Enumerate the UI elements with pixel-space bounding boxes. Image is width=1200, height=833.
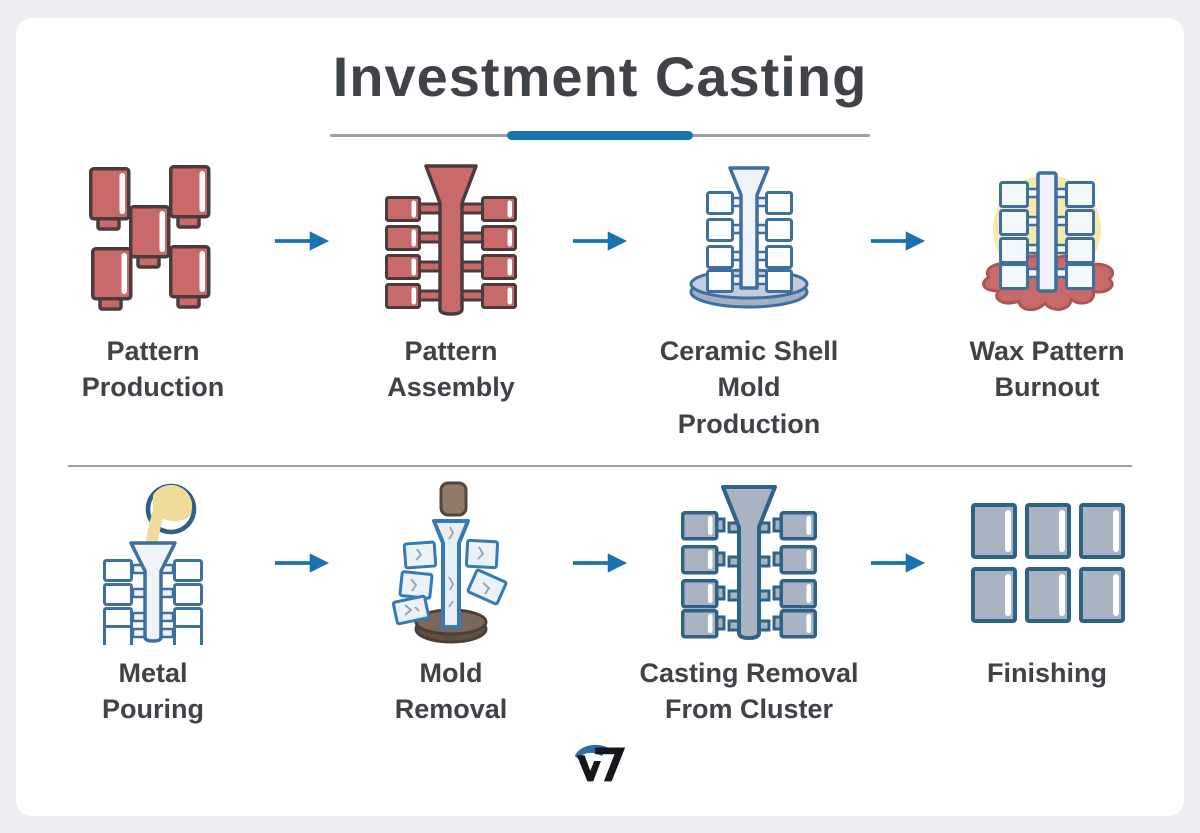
flow-arrow-icon	[569, 157, 631, 325]
wax-tree-assembly-icon	[351, 157, 551, 325]
step-label: Pattern Assembly	[387, 336, 515, 403]
wax-burnout-icon	[947, 157, 1147, 325]
step-pattern-production: Pattern Production	[27, 157, 279, 451]
flow-arrow-icon	[271, 479, 333, 647]
step-label: Casting Removal From Cluster	[639, 658, 859, 725]
step-ceramic-shell-mold: Ceramic Shell Mold Production	[623, 157, 875, 451]
finished-parts-icon	[947, 479, 1147, 647]
brand-logo-icon	[569, 739, 631, 788]
footer	[16, 739, 1184, 788]
process-row-2: Metal Pouring	[16, 479, 1184, 735]
mold-removal-icon	[351, 479, 551, 647]
step-label: Pattern Production	[81, 336, 225, 403]
process-row-1: Pattern Production	[16, 157, 1184, 451]
underline-blue-accent	[507, 131, 693, 140]
casting-cluster-icon	[649, 479, 849, 647]
metal-pouring-icon	[53, 479, 253, 647]
step-label: Ceramic Shell Mold Production	[659, 336, 839, 439]
step-pattern-assembly: Pattern Assembly	[325, 157, 577, 451]
flow-arrow-icon	[569, 479, 631, 647]
step-finishing: Finishing	[921, 479, 1173, 735]
step-label: Finishing	[987, 658, 1107, 688]
flow-arrow-icon	[867, 157, 929, 325]
step-label: Metal Pouring	[102, 658, 204, 725]
infographic-card: Investment Casting	[16, 18, 1184, 816]
title-underline	[330, 131, 870, 141]
row-divider	[68, 465, 1132, 467]
step-casting-removal: Casting Removal From Cluster	[623, 479, 875, 735]
step-wax-burnout: Wax Pattern Burnout	[921, 157, 1173, 451]
ceramic-shell-tree-icon	[649, 157, 849, 325]
step-label: Wax Pattern Burnout	[969, 336, 1125, 403]
step-label: Mold Removal	[394, 658, 508, 725]
wax-pattern-blocks-icon	[53, 157, 253, 325]
step-mold-removal: Mold Removal	[325, 479, 577, 735]
page-title: Investment Casting	[332, 45, 868, 108]
step-metal-pouring: Metal Pouring	[27, 479, 279, 735]
flow-arrow-icon	[271, 157, 333, 325]
flow-arrow-icon	[867, 479, 929, 647]
